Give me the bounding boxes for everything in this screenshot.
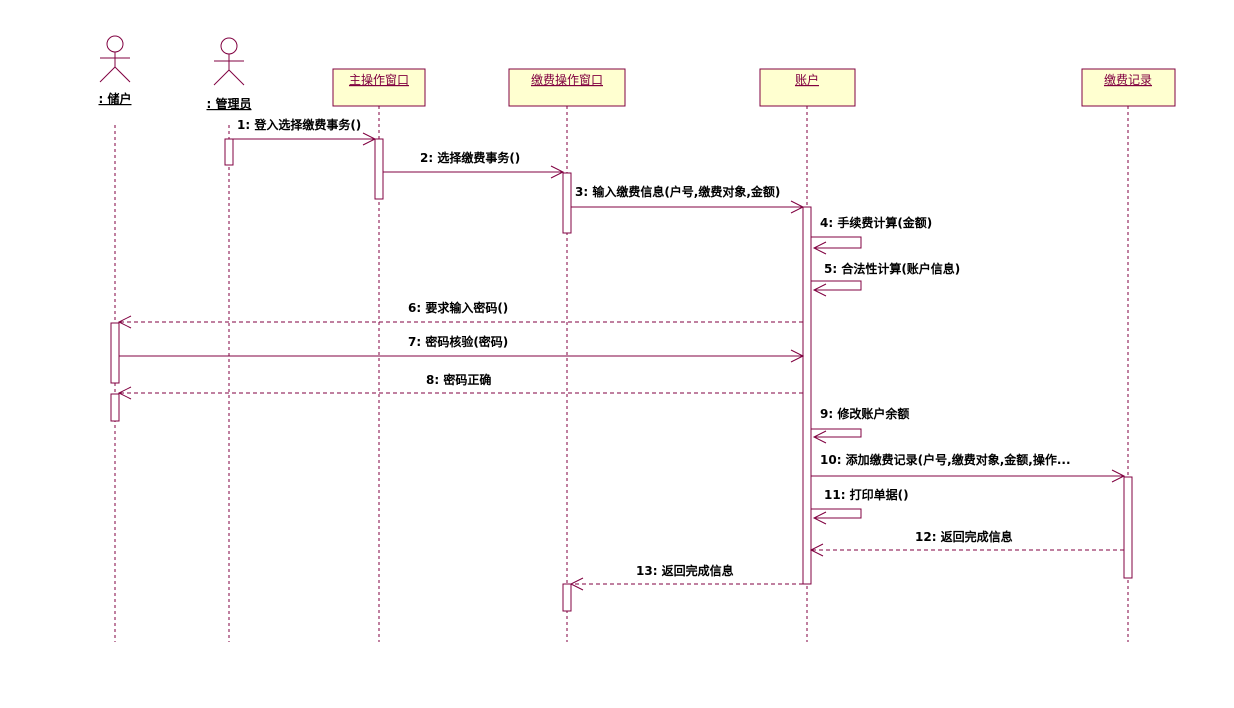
message-1-arrowhead [362,132,377,146]
message-3-label: 3: 输入缴费信息(户号,缴费对象,金额) [575,184,780,199]
object-payment-window: 缴费操作窗口 [508,68,626,107]
message-10-arrowhead [1111,469,1126,483]
message-9-arrowhead [812,430,827,444]
object-account: 账户 [759,68,856,107]
message-11-line [811,508,862,519]
message-11-arrowhead [812,511,827,525]
actor-leg-right [114,66,131,83]
actor-leg-left [99,66,116,83]
message-4-line [811,236,862,249]
activation-payment-window-2 [562,583,572,612]
activation-main-window [374,138,384,200]
object-box [759,68,856,107]
message-9-label: 9: 修改账户余额 [820,406,909,421]
actor-depositor [99,35,131,83]
activation-account [802,206,812,585]
message-labels: 1: 登入选择缴费事务() 2: 选择缴费事务() 3: 输入缴费信息(户号,缴… [237,117,1071,578]
object-label-payment-record: 缴费记录 [1104,72,1152,87]
actor-leg-right [228,69,245,86]
message-3-arrowhead [790,200,805,214]
activation-payment-record [1123,476,1133,579]
message-5-arrowhead [812,283,827,297]
message-9-line [811,428,862,438]
message-12-arrowhead [809,543,824,557]
actor-head [106,35,124,53]
actor-leg-left [213,69,230,86]
message-2-arrowhead [550,165,565,179]
actor-label-admin: : 管理员 [207,96,252,111]
activations [110,138,1133,612]
actor-admin [213,37,245,86]
activation-payment-window-1 [562,172,572,234]
activation-depositor-2 [110,393,120,422]
message-4-label: 4: 手续费计算(金额) [820,215,932,230]
message-8-label: 8: 密码正确 [426,372,491,387]
message-2-label: 2: 选择缴费事务() [420,150,520,165]
object-label-payment-window: 缴费操作窗口 [531,72,603,87]
object-box [1081,68,1176,107]
message-13-arrowhead [569,577,584,591]
message-12-label: 12: 返回完成信息 [915,529,1013,544]
object-main-window: 主操作窗口 [332,68,426,107]
object-box [332,68,426,107]
actor-head [220,37,238,55]
message-10-label: 10: 添加缴费记录(户号,缴费对象,金额,操作... [820,452,1071,467]
activation-admin [224,138,234,166]
message-5-line [811,280,862,291]
object-label-account: 账户 [795,72,819,87]
message-1-label: 1: 登入选择缴费事务() [237,117,361,132]
message-7-arrowhead [790,349,805,363]
actor-label-depositor: : 储户 [99,91,132,106]
messages [117,132,1126,591]
message-11-label: 11: 打印单据() [824,487,909,502]
activation-depositor-1 [110,322,120,384]
message-8-arrowhead [117,386,132,400]
message-4-arrowhead [812,241,827,255]
message-6-arrowhead [117,315,132,329]
message-7-label: 7: 密码核验(密码) [408,334,508,349]
message-5-label: 5: 合法性计算(账户信息) [824,261,960,276]
message-13-label: 13: 返回完成信息 [636,563,734,578]
object-box [508,68,626,107]
object-label-main-window: 主操作窗口 [349,72,409,87]
message-6-label: 6: 要求输入密码() [408,300,508,315]
object-payment-record: 缴费记录 [1081,68,1176,107]
